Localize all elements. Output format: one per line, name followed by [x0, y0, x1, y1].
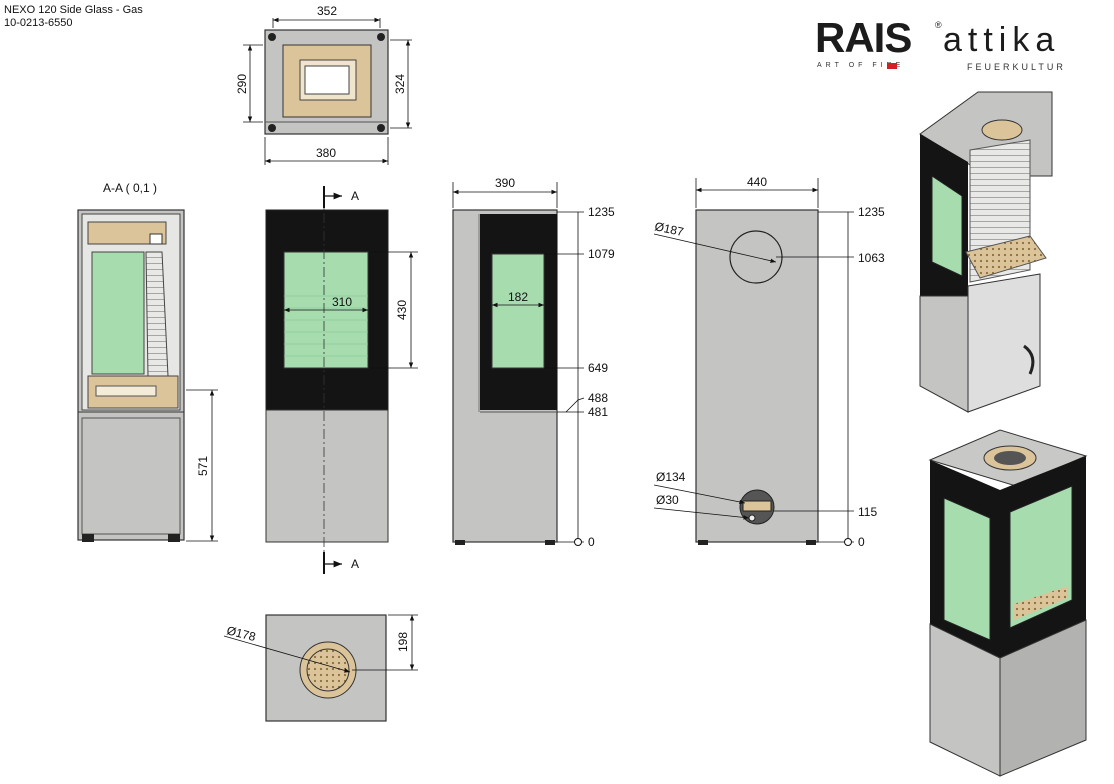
iso-assembled-view — [928, 429, 1088, 777]
iso-burner-bed — [1014, 586, 1068, 620]
flag-icon — [887, 63, 897, 69]
inlet-grill — [742, 500, 772, 512]
back-height-1235: 1235 — [858, 205, 885, 219]
iso-cutaway-lower-inside — [967, 273, 1041, 413]
brand-rais-reg: ® — [935, 20, 942, 30]
back-height-115: 115 — [858, 505, 877, 519]
dim-section-height: 571 — [196, 456, 210, 476]
top-view-foot — [377, 124, 385, 132]
section-lower-cabinet — [81, 417, 181, 535]
side-height-649: 649 — [588, 361, 608, 375]
dim-bottom-diameter: Ø178 — [225, 623, 257, 644]
section-glass — [91, 251, 145, 375]
side-height-481: 481 — [588, 405, 608, 419]
top-view-foot — [268, 124, 276, 132]
drawing-title: NEXO 120 Side Glass - Gas — [4, 4, 143, 16]
dim-flue-diameter: Ø187 — [653, 219, 685, 239]
back-view: 440 Ø187 Ø134 Ø30 1235 1063 115 0 — [653, 175, 885, 549]
section-top-baffle — [87, 221, 167, 245]
section-burner-tray — [95, 385, 157, 397]
front-base — [265, 409, 389, 543]
section-vent — [149, 233, 163, 245]
cut-label-top: A — [351, 189, 359, 203]
dim-side-glass-width: 182 — [508, 290, 528, 304]
dim-back-width: 440 — [747, 175, 767, 189]
dim-front-glass-height: 430 — [395, 300, 409, 320]
gas-leader — [653, 507, 750, 520]
iso-cutaway-burner — [965, 235, 1047, 279]
top-view-foot — [268, 33, 276, 41]
side-view: 390 182 1235 1079 649 488 481 0 — [452, 176, 615, 549]
flue-leader — [653, 233, 777, 263]
iso-flue-opening — [994, 451, 1026, 465]
side-height-0: 0 — [588, 535, 595, 549]
iso-cutaway-flue — [981, 119, 1023, 141]
dim-inlet-diameter: Ø134 — [656, 470, 686, 484]
section-foot — [168, 534, 180, 542]
iso-cutaway-view — [919, 91, 1053, 413]
dim-front-glass-width: 310 — [332, 295, 352, 309]
iso-front-glass — [943, 497, 991, 641]
back-height-1063: 1063 — [858, 251, 885, 265]
cut-label-bottom: A — [351, 557, 359, 571]
side-glass — [491, 253, 545, 369]
dim-top-depth-left: 290 — [235, 74, 249, 94]
brand-tagline-left: ART OF FIRE — [817, 62, 905, 69]
iso-cutaway-glass — [931, 175, 963, 277]
bottom-leader — [223, 635, 351, 673]
top-view: 352 380 290 324 — [235, 4, 412, 165]
top-view-foot — [377, 33, 385, 41]
inlet-leader — [653, 484, 746, 505]
section-label: A-A ( 0,1 ) — [103, 181, 157, 195]
brand-tagline-right: FEUERKULTUR — [967, 62, 1066, 72]
brand-logo: RAIS ® attika ART OF FIRE FEUERKULTUR — [815, 14, 1105, 74]
dim-gas-diameter: Ø30 — [656, 493, 679, 507]
side-height-1079: 1079 — [588, 247, 615, 261]
section-foot — [82, 534, 94, 542]
top-view-burner-inner — [304, 65, 350, 95]
iso-base-side — [999, 619, 1087, 777]
iso-cutaway-pipe — [1023, 344, 1035, 375]
section-view: A-A ( 0,1 ) 571 — [77, 181, 218, 542]
dim-side-width: 390 — [495, 176, 515, 190]
dim-top-width-inner: 352 — [317, 4, 337, 18]
bottom-view: Ø178 198 — [223, 614, 418, 722]
dim-top-width-outer: 380 — [316, 146, 336, 160]
dim-bottom-offset: 198 — [396, 632, 410, 652]
drawing-code: 10-0213-6550 — [4, 17, 73, 29]
brand-attika: attika — [943, 21, 1061, 59]
side-height-1235: 1235 — [588, 205, 615, 219]
iso-cutaway-lower-left — [919, 295, 969, 413]
drawing-title-block: NEXO 120 Side Glass - Gas 10-0213-6550 — [4, 4, 143, 30]
brand-rais: RAIS — [815, 14, 912, 61]
front-view: A A 310 430 — [265, 186, 418, 574]
back-height-0: 0 — [858, 535, 865, 549]
dim-top-depth-right: 324 — [393, 74, 407, 94]
side-height-488: 488 — [588, 391, 608, 405]
gas-connection — [748, 514, 756, 522]
